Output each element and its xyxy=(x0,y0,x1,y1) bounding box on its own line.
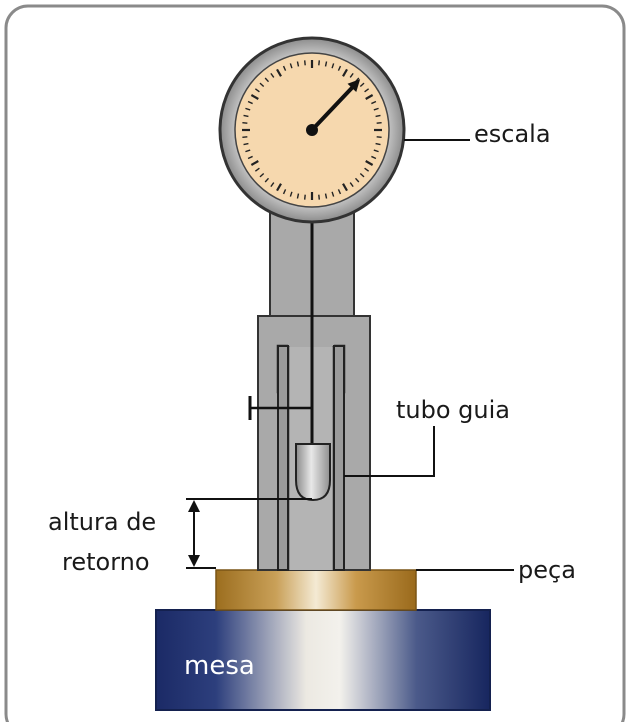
dial-tick xyxy=(259,172,265,178)
dial-tick xyxy=(349,182,354,188)
dial-tick xyxy=(375,114,381,118)
dial-tick xyxy=(342,183,348,192)
dial-tick xyxy=(264,177,270,183)
dial-tick xyxy=(264,77,270,83)
altura-label-line2: retorno xyxy=(62,548,150,576)
outer-frame xyxy=(4,4,626,726)
altura-arrow-up xyxy=(188,500,200,512)
dial-tick xyxy=(337,65,342,71)
dial-tick xyxy=(250,94,259,100)
dial-tick xyxy=(371,100,377,105)
dial-tick xyxy=(247,155,253,160)
dial-tick xyxy=(289,191,293,197)
dial-tick xyxy=(254,88,260,93)
dial-needle xyxy=(310,82,357,132)
dial-tick xyxy=(376,136,382,139)
dial-tick xyxy=(342,68,348,77)
dial-tick xyxy=(365,94,374,100)
dial-tick xyxy=(373,149,379,153)
altura-label-line1: altura de xyxy=(48,508,156,536)
dial-tick xyxy=(245,107,251,111)
dial-tick xyxy=(250,160,259,166)
dial-tick xyxy=(364,167,370,172)
dial-tick xyxy=(365,160,374,166)
peca-label: peça xyxy=(518,556,576,584)
dial-tick xyxy=(349,72,354,78)
dial-tick xyxy=(375,142,381,146)
dial-tick xyxy=(270,72,275,78)
dial-tick xyxy=(303,194,306,200)
dial-tick xyxy=(259,82,265,88)
dial-tick xyxy=(289,63,293,69)
dial-ticks xyxy=(242,60,382,200)
dial-tick xyxy=(276,68,282,77)
dial-tick xyxy=(331,191,335,197)
dial-tick xyxy=(243,114,249,118)
dial-tick xyxy=(373,107,379,111)
mesa-table xyxy=(155,609,491,711)
dial-tick xyxy=(270,182,275,188)
escala-label: escala xyxy=(474,120,551,148)
dial-tick xyxy=(318,194,321,200)
tubo-guia-label: tubo guia xyxy=(396,396,510,424)
dial-tick xyxy=(243,142,249,146)
dial-tick xyxy=(254,167,260,172)
dial-needle-arrow xyxy=(347,79,361,93)
dial-tick xyxy=(359,172,365,178)
dial-tick xyxy=(337,189,342,195)
dial-tick xyxy=(303,60,306,66)
dial-tick xyxy=(282,65,287,71)
tubo-guia-leader xyxy=(344,426,435,477)
guide-rail-right xyxy=(333,345,345,571)
dial-tick xyxy=(324,193,328,199)
probe-tip xyxy=(295,443,331,502)
dial-tick xyxy=(359,82,365,88)
dial-tick xyxy=(331,63,335,69)
dial-hub xyxy=(306,124,318,136)
dial-tick xyxy=(354,177,360,183)
dial-tick xyxy=(318,60,321,66)
guide-rail-left xyxy=(277,345,289,571)
dial-tick xyxy=(296,61,300,67)
dial-tick xyxy=(276,183,282,192)
dial-tick xyxy=(364,88,370,93)
peca-workpiece xyxy=(215,569,417,611)
dial-tick xyxy=(376,121,382,124)
dial-tick xyxy=(282,189,287,195)
dial-tick xyxy=(371,155,377,160)
dial-tick xyxy=(247,100,253,105)
mesa-label: mesa xyxy=(184,651,255,681)
dial-tick xyxy=(245,149,251,153)
dial-tick xyxy=(324,61,328,67)
dial-tick xyxy=(242,121,248,124)
dial-tick xyxy=(296,193,300,199)
dial-tick xyxy=(242,136,248,139)
altura-arrow-down xyxy=(188,555,200,567)
